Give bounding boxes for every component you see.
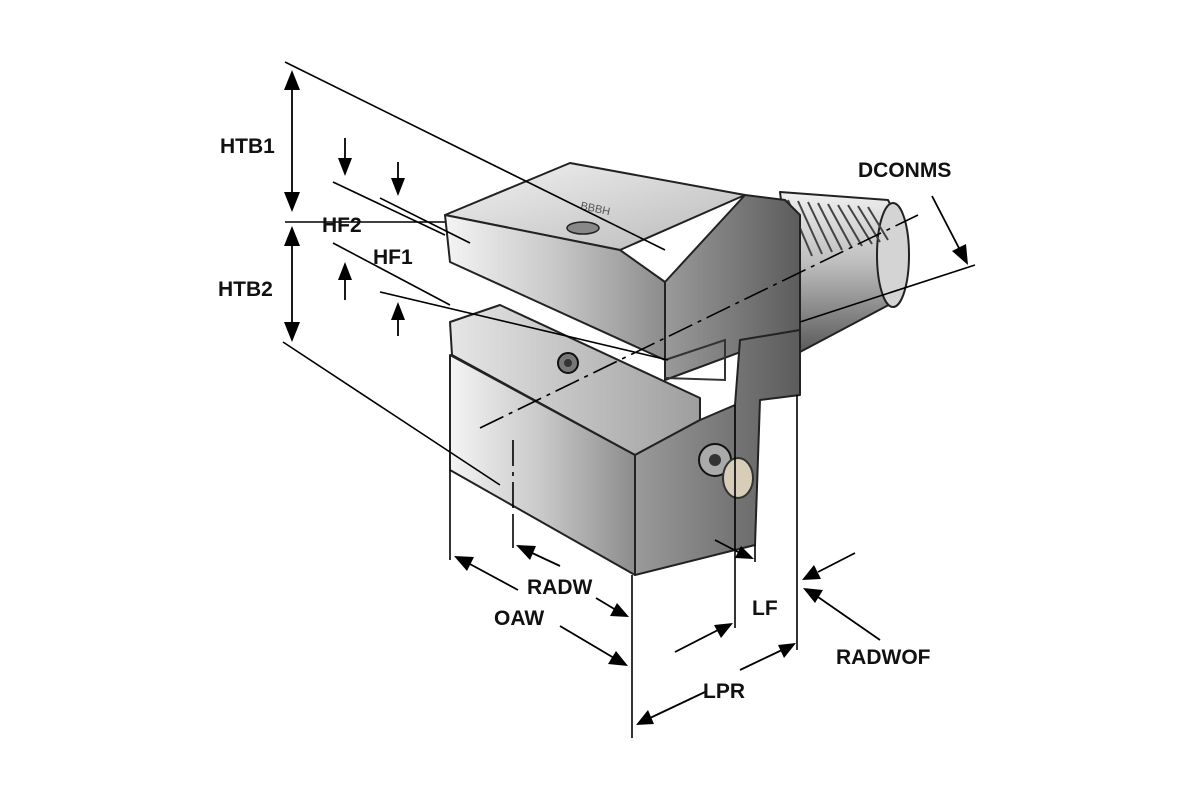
top-screw-icon (566, 221, 600, 235)
side-screw-inner (709, 454, 721, 466)
dimension-labels: HTB1 HTB2 HF2 HF1 DCONMS RADW OAW LF LPR… (218, 135, 951, 703)
tool-holder-body: ВВВН (444, 162, 910, 576)
dimension-lines (282, 61, 976, 738)
upper-block-side (664, 194, 801, 381)
label-htb2: HTB2 (218, 278, 273, 301)
upper-block-slot (664, 338, 726, 382)
label-hf1: HF1 (373, 246, 413, 269)
center-lines (479, 214, 919, 515)
side-plug-icon (722, 457, 754, 499)
label-oaw: OAW (494, 607, 544, 630)
label-radwof: RADWOF (836, 646, 931, 669)
coolant-screw-inner (564, 359, 572, 367)
label-lf: LF (752, 597, 778, 620)
label-lpr: LPR (703, 680, 745, 703)
dimension-arrows (284, 70, 968, 725)
label-dconms: DCONMS (858, 159, 951, 182)
shank-end-face (876, 202, 910, 308)
label-hf2: HF2 (322, 214, 362, 237)
label-htb1: HTB1 (220, 135, 275, 158)
label-radw: RADW (527, 576, 592, 599)
